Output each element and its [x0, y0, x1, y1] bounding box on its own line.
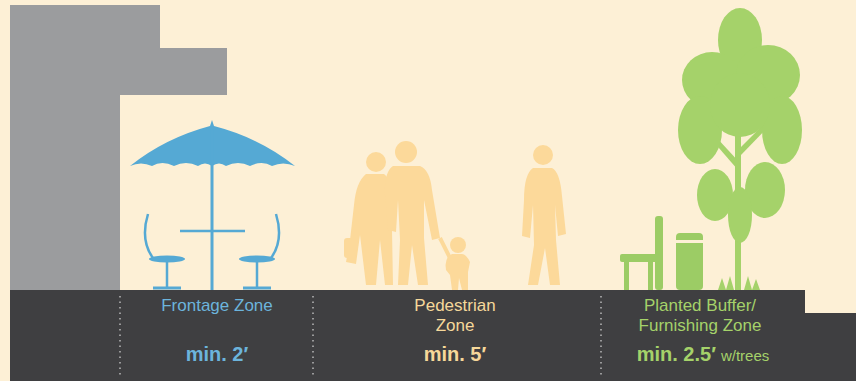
- street-tree: [678, 8, 802, 290]
- zone-name: Frontage Zone: [157, 296, 277, 316]
- zone-name: Planted Buffer/ Furnishing Zone: [620, 296, 780, 336]
- dimension-row: min. 2.5′w/trees: [603, 342, 803, 368]
- pedestrians: [344, 141, 566, 290]
- zone-dividers: [120, 296, 601, 378]
- dimension-note: w/trees: [721, 344, 769, 368]
- dimension: min. 5′: [395, 342, 515, 366]
- bench-and-bin: [620, 216, 705, 290]
- ground-band: [10, 290, 856, 381]
- dimension: min. 2′: [157, 342, 277, 366]
- cafe-umbrella: [130, 120, 295, 290]
- dimension: min. 2.5′: [637, 342, 716, 366]
- zone-name: Pedestrian Zone: [395, 296, 515, 336]
